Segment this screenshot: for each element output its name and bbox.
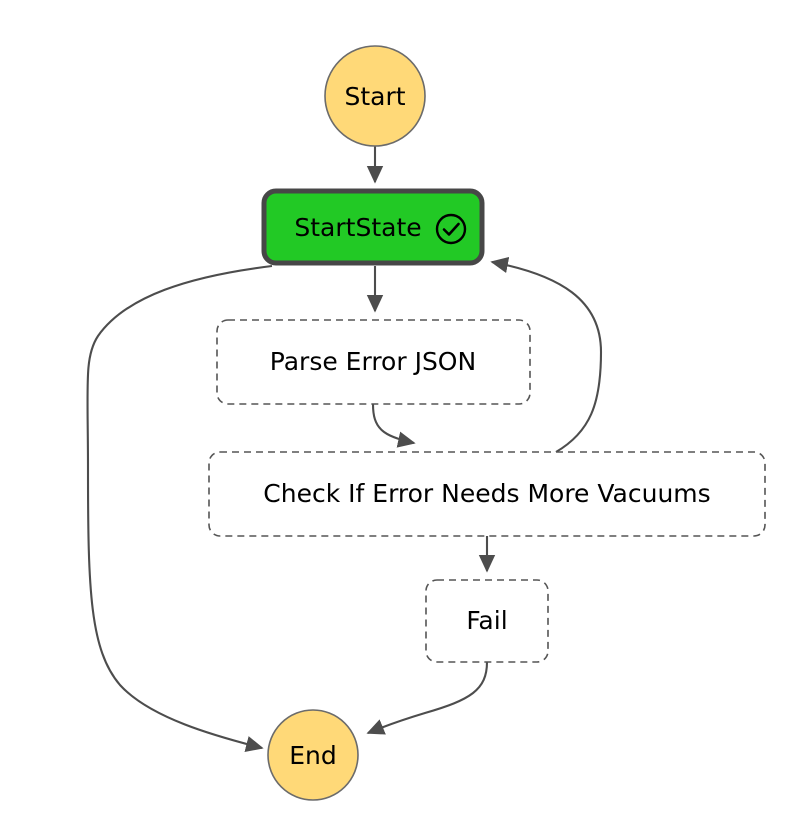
start-circle <box>324 45 426 147</box>
check-if-error-needs-more-vacuums-box <box>208 451 766 537</box>
edge-startstate-to-end <box>86 264 273 752</box>
parse-error-json-label: Parse Error JSON <box>270 347 476 376</box>
edge-parse-to-check <box>371 403 416 448</box>
node-start[interactable]: Start <box>324 45 426 147</box>
end-label: End <box>289 741 337 770</box>
node-parse-error-json[interactable]: Parse Error JSON <box>216 319 531 405</box>
edge-fail-to-end <box>366 661 489 735</box>
node-fail[interactable]: Fail <box>425 579 549 663</box>
startstate-label: StartState <box>294 213 421 242</box>
parse-error-json-box <box>216 319 531 405</box>
check-circle-icon <box>435 213 467 245</box>
node-end[interactable]: End <box>267 709 359 801</box>
start-label: Start <box>344 82 405 111</box>
end-circle <box>267 709 359 801</box>
startstate-box <box>261 188 485 266</box>
node-startstate[interactable]: StartState <box>261 188 485 266</box>
fail-box <box>425 579 549 663</box>
check-if-error-needs-more-vacuums-label: Check If Error Needs More Vacuums <box>263 479 710 508</box>
fail-label: Fail <box>466 606 507 635</box>
node-check-if-error-needs-more-vacuums[interactable]: Check If Error Needs More Vacuums <box>208 451 766 537</box>
edge-check-to-startstate <box>490 256 603 453</box>
edge-layer <box>86 146 603 752</box>
